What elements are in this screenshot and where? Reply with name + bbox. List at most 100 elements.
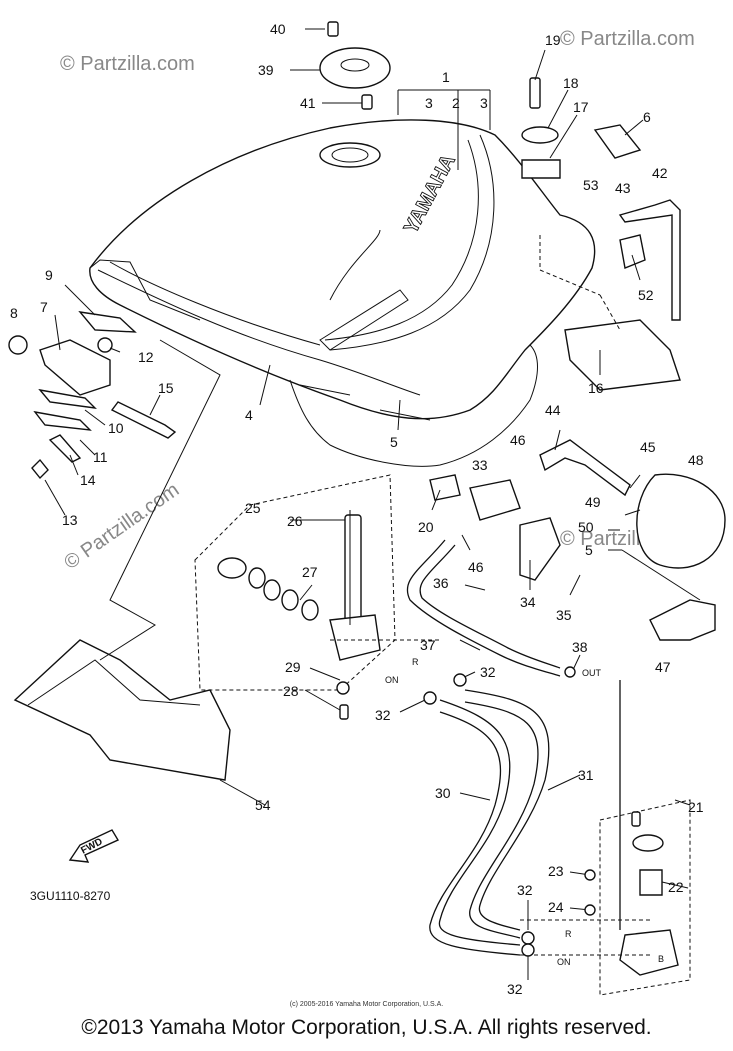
clip-14-shape [48, 434, 82, 463]
callout-8: 8 [10, 305, 18, 321]
callout-numbers: 40 39 41 1 3 2 3 19 18 17 6 53 43 42 52 … [10, 21, 704, 997]
callout-21: 21 [688, 799, 704, 815]
callout-4: 4 [245, 407, 253, 423]
rubber-16-shape [564, 319, 681, 391]
drawing-number: 3GU1110-8270 [30, 889, 111, 903]
valve-label-out: OUT [582, 668, 602, 678]
callout-33: 33 [472, 457, 488, 473]
callout-32-lower-bottom: 32 [507, 981, 523, 997]
callout-36: 36 [433, 575, 449, 591]
fuel-cock-assembly [194, 474, 396, 720]
cock-body-shape [619, 929, 679, 976]
plate-11-shape [33, 410, 92, 431]
damper-8-shape [8, 335, 28, 355]
plate-9-shape [78, 311, 137, 333]
plate-10-shape [38, 388, 97, 409]
callout-31: 31 [578, 767, 594, 783]
callout-48: 48 [688, 452, 704, 468]
callout-24: 24 [548, 899, 564, 915]
screw-23-shape [584, 869, 596, 881]
callout-10: 10 [108, 420, 124, 436]
grommet-18-shape [521, 126, 559, 144]
relay-48-shape [636, 473, 726, 569]
callout-20: 20 [418, 519, 434, 535]
watermark-top-left: © Partzilla.com [60, 53, 195, 75]
clip-32-d-shape [521, 943, 535, 957]
callout-7: 7 [40, 299, 48, 315]
callout-16: 16 [588, 380, 604, 396]
callout-2: 2 [452, 95, 460, 111]
bolt-15-shape [110, 401, 177, 439]
callout-3-right: 3 [480, 95, 488, 111]
callout-6: 6 [643, 109, 651, 125]
callout-18: 18 [563, 75, 579, 91]
leader-lines [44, 28, 701, 980]
callout-50: 50 [578, 519, 594, 535]
callout-14: 14 [80, 472, 96, 488]
cover-leader [99, 339, 221, 661]
valve-label-on-lower: ON [557, 957, 571, 967]
callout-9: 9 [45, 267, 53, 283]
damper-17-shape [521, 159, 561, 179]
clip-38-shape [564, 666, 576, 678]
callout-1: 1 [442, 69, 450, 85]
callout-13: 13 [62, 512, 78, 528]
washer-24-shape [584, 904, 596, 916]
callout-54: 54 [255, 797, 271, 813]
copyright-footer: ©2013 Yamaha Motor Corporation, U.S.A. A… [81, 1016, 652, 1039]
callout-30: 30 [435, 785, 451, 801]
clip-52-shape [619, 234, 646, 269]
callout-46-upper: 46 [510, 432, 526, 448]
callout-5-tank: 5 [390, 434, 398, 450]
valve-label-r-upper: R [412, 657, 419, 667]
filter-33-shape [469, 479, 521, 521]
callout-47: 47 [655, 659, 671, 675]
fwd-arrow: FWD [68, 829, 120, 863]
callout-45: 45 [640, 439, 656, 455]
screw-13-shape [31, 458, 49, 480]
callout-23: 23 [548, 863, 564, 879]
bracket-47-shape [649, 599, 716, 641]
callout-17: 17 [573, 99, 589, 115]
callout-44: 44 [545, 402, 561, 418]
callout-26: 26 [287, 513, 303, 529]
clip-32-c-shape [521, 931, 535, 945]
breather-hose-42-shape [618, 199, 681, 321]
hose-44-shape [539, 439, 631, 497]
callout-29: 29 [285, 659, 301, 675]
callout-12: 12 [138, 349, 154, 365]
callout-15: 15 [158, 380, 174, 396]
watermark-top-right: © Partzilla.com [560, 28, 695, 50]
callout-39: 39 [258, 62, 274, 78]
valve-label-b: B [658, 954, 664, 964]
lower-cock-outline [599, 799, 691, 996]
bolt-19-shape [529, 77, 541, 109]
callout-5-bracket: 5 [585, 542, 593, 558]
callout-34: 34 [520, 594, 536, 610]
fwd-label: FWD [79, 836, 104, 856]
cover-54-rib [27, 659, 201, 706]
callout-42: 42 [652, 165, 668, 181]
cover-54-shape [13, 639, 231, 781]
callout-22: 22 [668, 879, 684, 895]
valve-label-r-lower: R [565, 929, 572, 939]
callout-38: 38 [572, 639, 588, 655]
callout-32-upper-left: 32 [375, 707, 391, 723]
callout-27: 27 [302, 564, 318, 580]
callout-37: 37 [420, 637, 436, 653]
callout-32-lower-top: 32 [517, 882, 533, 898]
callout-49: 49 [585, 494, 601, 510]
filler-cap-assembly [319, 21, 391, 110]
nut-12-shape [97, 337, 113, 353]
callout-3-left: 3 [425, 95, 433, 111]
clamp-20-shape [429, 474, 461, 501]
clip-32-a-shape [453, 673, 467, 687]
callout-46-lower: 46 [468, 559, 484, 575]
valve-label-on-upper: ON [385, 675, 399, 685]
callout-25: 25 [245, 500, 261, 516]
lever-22-shape [639, 869, 663, 896]
plate-21-shape [632, 834, 664, 852]
small-copyright: (c) 2005-2016 Yamaha Motor Corporation, … [289, 1001, 444, 1008]
callout-32-upper-right: 32 [480, 664, 496, 680]
